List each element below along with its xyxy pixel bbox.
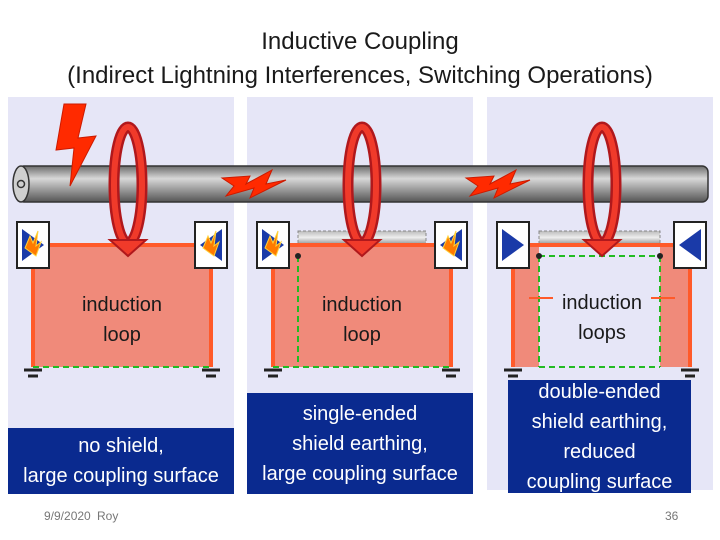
shield-earthing-2: [273, 256, 451, 368]
lightning-bolt-icon: [55, 103, 97, 187]
shield-bond-3b: [657, 253, 663, 259]
slide-title: Inductive Coupling: [261, 28, 459, 55]
induction-loop-area-2: [273, 245, 451, 367]
shield-earthing-3: [538, 255, 661, 368]
footer-author: Roy: [97, 509, 119, 523]
induction-loop-area-1: [33, 245, 211, 367]
lightning-bolt-small-icon: [220, 168, 287, 200]
slide-subtitle: (Indirect Lightning Interferences, Switc…: [67, 62, 653, 89]
slide-number: 36: [665, 509, 679, 523]
caption-1-text: no shield,large coupling surface: [23, 435, 219, 487]
magnetic-field-ring-1: [107, 121, 149, 258]
cable-end: [12, 165, 30, 203]
magnetic-field-ring-3: [581, 121, 623, 258]
caption-no-shield: no shield,large coupling surface: [8, 428, 234, 494]
ground-symbols: [24, 368, 699, 378]
damaged-device-icons: [22, 229, 462, 261]
intact-device-icons: [502, 229, 701, 261]
shield-bond-2: [295, 253, 301, 259]
footer-date: 9/9/2020: [44, 509, 91, 523]
shield-bond-3a: [536, 253, 542, 259]
lightning-bolt-small-icon: [464, 168, 531, 200]
magnetic-field-ring-2: [341, 121, 383, 258]
lightning-conductor-cable: [17, 165, 709, 203]
